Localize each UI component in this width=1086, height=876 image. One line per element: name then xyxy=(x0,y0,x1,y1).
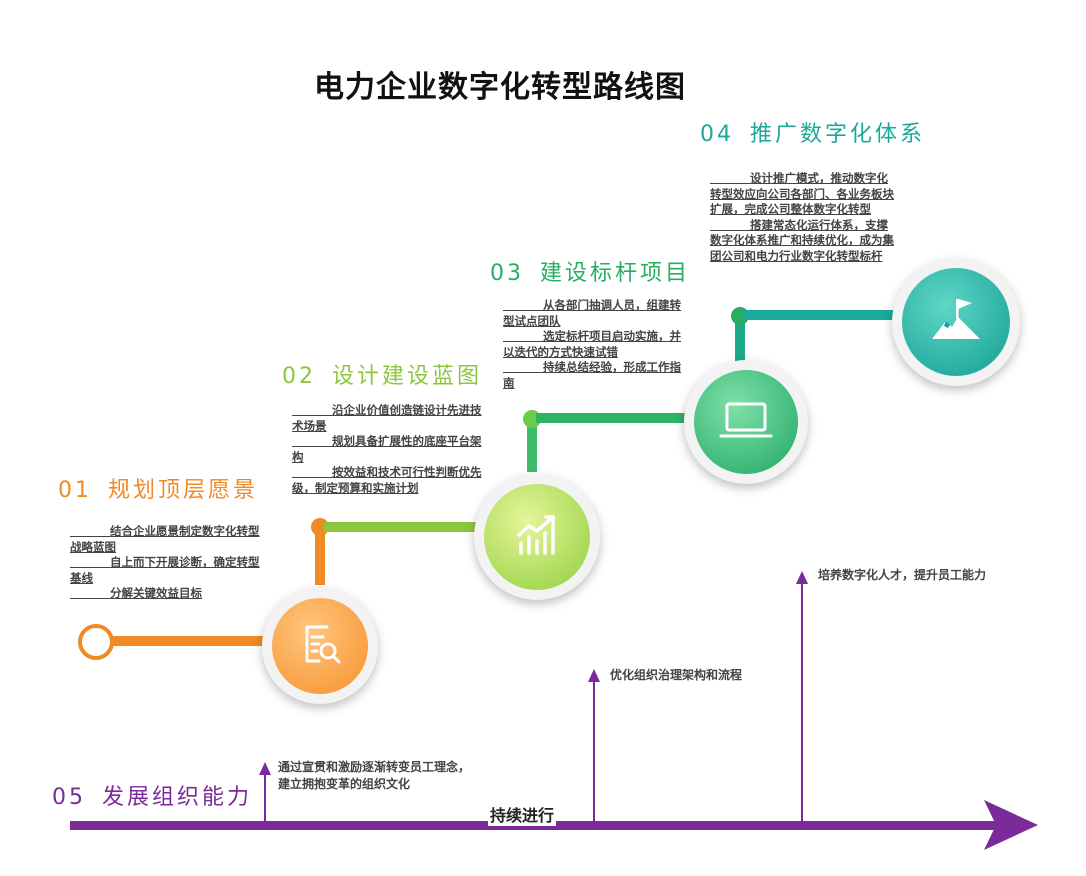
org-note-3: 培养数字化人才，提升员工能力 xyxy=(818,568,987,582)
stage-1-connector xyxy=(110,636,270,646)
timeline-label: 持续进行 xyxy=(488,802,557,826)
stage-3-name: 建设标杆项目 xyxy=(540,261,691,286)
timeline-arrowhead xyxy=(984,800,1038,850)
stage-2-description: 沿企业价值创造链设计先进技术场景 规划具备扩展性的底座平台架构 按效益和技术可行… xyxy=(292,403,486,496)
stage-3-item: 持续总结经验，形成工作指南 xyxy=(503,360,682,390)
stage-4-item: 设计推广模式，推动数字化转型效应向公司各部门、各业务板块扩展，完成公司整体数字化… xyxy=(710,171,894,216)
stage-5-name: 发展组织能力 xyxy=(102,785,253,810)
stage-3-node xyxy=(684,360,808,484)
stage-5-title: 05 发展组织能力 xyxy=(52,779,252,811)
stage-4-description: 设计推广模式，推动数字化转型效应向公司各部门、各业务板块扩展，完成公司整体数字化… xyxy=(710,171,898,264)
stage-2-node xyxy=(474,474,600,600)
stage-2-item: 沿企业价值创造链设计先进技术场景 xyxy=(292,403,482,433)
stage-2-riser xyxy=(527,422,537,472)
stage-4-connector xyxy=(744,310,894,320)
stage-4-name: 推广数字化体系 xyxy=(750,122,926,147)
stage-2-name: 设计建设蓝图 xyxy=(332,364,483,389)
stage-3-item: 从各部门抽调人员，组建转型试点团队 xyxy=(503,298,682,328)
stage-3-riser xyxy=(735,320,745,368)
stage-1-item: 分解关键效益目标 xyxy=(110,586,203,600)
stage-3-connector xyxy=(536,413,686,423)
stage-1-item: 自上而下开展诊断，确定转型基线 xyxy=(70,555,260,585)
stage-1-description: 结合企业愿景制定数字化转型战略蓝图 自上而下开展诊断，确定转型基线 分解关键效益… xyxy=(70,524,260,602)
stage-3-number: 03 xyxy=(490,261,524,286)
laptop-icon xyxy=(717,396,775,448)
mountain-flag-icon xyxy=(926,293,986,351)
page-title: 电力企业数字化转型路线图 xyxy=(314,70,686,105)
stage-4-title: 04 推广数字化体系 xyxy=(700,116,925,148)
stage-4-number: 04 xyxy=(700,122,734,147)
stage-2-number: 02 xyxy=(282,364,316,389)
stage-4-node xyxy=(892,258,1020,386)
stage-2-item: 规划具备扩展性的底座平台架构 xyxy=(292,434,482,464)
stage-1-number: 01 xyxy=(58,478,92,503)
stage-1-item: 结合企业愿景制定数字化转型战略蓝图 xyxy=(70,524,260,554)
org-note-line: 通过宣贯和激励逐渐转变员工理念， xyxy=(278,760,471,774)
org-note-line: 建立拥抱变革的组织文化 xyxy=(278,777,411,791)
stage-3-description: 从各部门抽调人员，组建转型试点团队 选定标杆项目启动实施，并以迭代的方式快速试错… xyxy=(503,298,689,391)
stage-1-riser xyxy=(315,525,325,585)
org-note-1: 通过宣贯和激励逐渐转变员工理念， 建立拥抱变革的组织文化 xyxy=(278,759,470,793)
stage-5-number: 05 xyxy=(52,785,86,810)
stage-2-connector xyxy=(324,522,479,532)
stage-1-name: 规划顶层愿景 xyxy=(108,478,259,503)
stage-2-title: 02 设计建设蓝图 xyxy=(282,358,482,390)
stage-1-node xyxy=(262,588,378,704)
growth-chart-icon xyxy=(511,509,563,565)
stage-4-item: 搭建常态化运行体系，支撑数字化体系推广和持续优化，成为集团公司和电力行业数字化转… xyxy=(710,217,894,263)
stage-1-title: 01 规划顶层愿景 xyxy=(58,472,258,504)
stage-3-title: 03 建设标杆项目 xyxy=(490,255,690,287)
org-note-2: 优化组织治理架构和流程 xyxy=(610,668,743,682)
stage-3-item: 选定标杆项目启动实施，并以迭代的方式快速试错 xyxy=(503,329,682,359)
stage-2-item: 按效益和技术可行性判断优先级，制定预算和实施计划 xyxy=(292,465,482,495)
search-document-icon xyxy=(295,619,345,673)
